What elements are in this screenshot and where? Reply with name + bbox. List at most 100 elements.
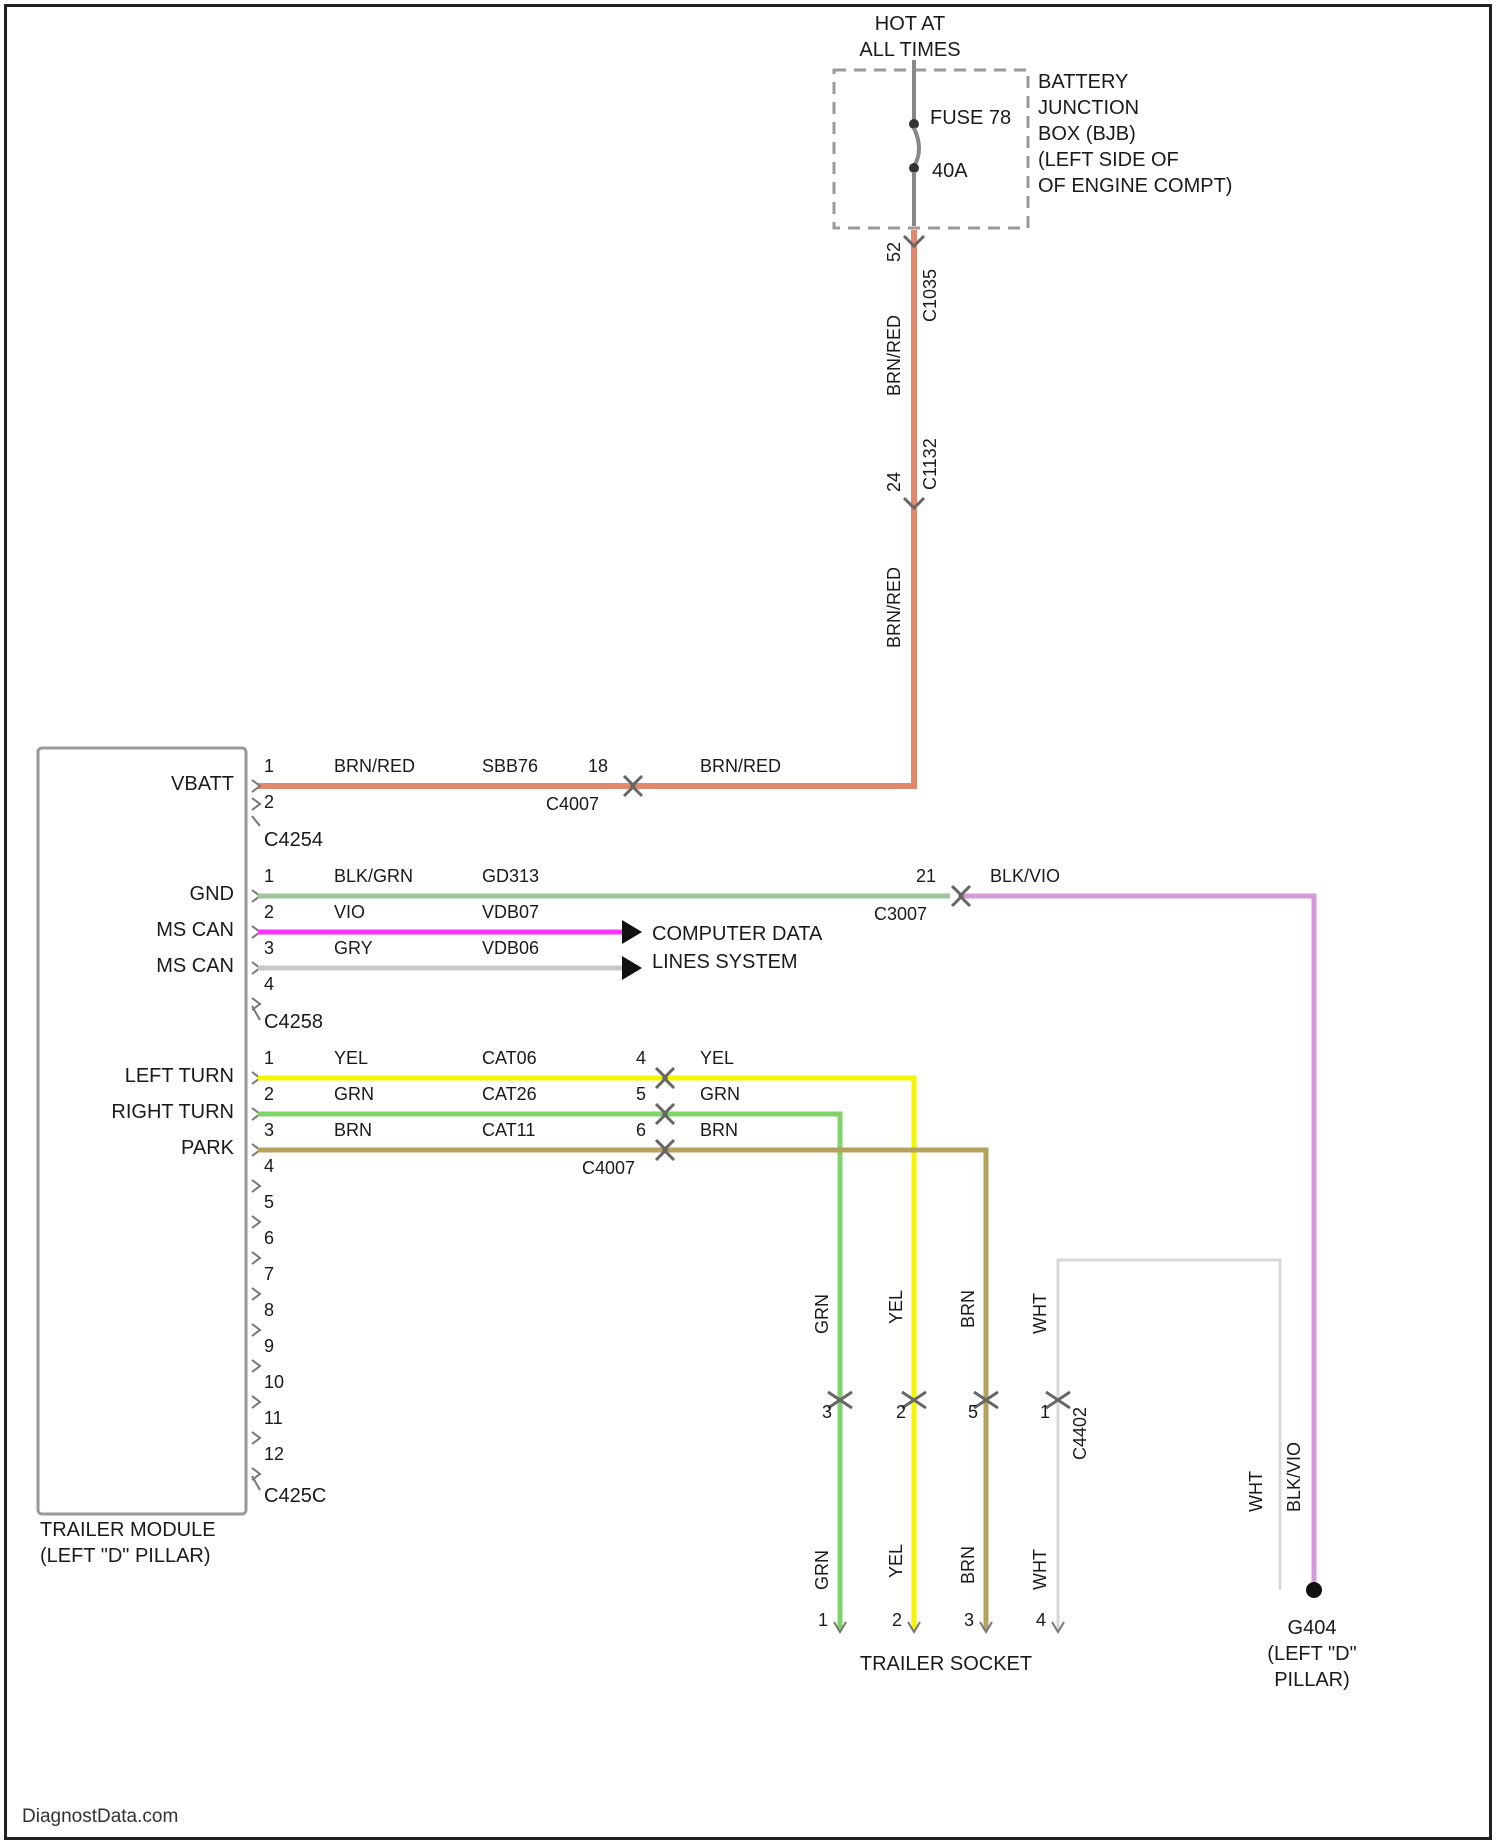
park-color-2: BRN [700, 1120, 738, 1140]
ground-loc-1: (LEFT "D" [1267, 1643, 1356, 1665]
hot-label-1: HOT AT [875, 13, 945, 35]
socket-upper-yel: YEL [886, 1290, 906, 1324]
socket-conn-label: C4402 [1070, 1407, 1090, 1460]
socket-pin-top-brn: 5 [968, 1402, 978, 1422]
socket-pin-bot-1: 1 [818, 1610, 828, 1630]
fuse-label: FUSE 78 [930, 107, 1011, 129]
bjb-label-4: (LEFT SIDE OF [1038, 149, 1179, 171]
extra-pin-4: 4 [264, 1156, 274, 1176]
mscan1-color: VIO [334, 902, 365, 922]
hot-label-2: ALL TIMES [859, 39, 960, 61]
vbatt-circuit: SBB76 [482, 756, 538, 776]
extra-pin-7: 7 [264, 1264, 274, 1284]
arrow-icon-vio [622, 920, 642, 944]
module-connector-ticks [252, 780, 260, 1490]
socket-pin-top-yel: 2 [896, 1402, 906, 1422]
arrow-icon-gry [622, 956, 642, 980]
gnd-circuit: GD313 [482, 866, 539, 886]
bjb-label-5: OF ENGINE COMPT) [1038, 175, 1232, 197]
lighting-conn-label: C4007 [582, 1158, 635, 1178]
module-name-1: TRAILER MODULE [40, 1519, 216, 1541]
conn-c4254-label: C4254 [264, 829, 323, 851]
right-pin: 2 [264, 1084, 274, 1104]
vbatt-wire-color-2: BRN/RED [700, 756, 781, 776]
pin-52-label: 52 [884, 242, 904, 262]
socket-c4402-connector-symbols [828, 1392, 1070, 1408]
fuse-amp-label: 40A [932, 160, 968, 182]
mscan1-pin: 2 [264, 902, 274, 922]
right-color: GRN [334, 1084, 374, 1104]
conn-c4258-label: C4258 [264, 1011, 323, 1033]
park-cpin: 6 [636, 1120, 646, 1140]
ground-icon [1306, 1582, 1322, 1598]
socket-upper-grn: GRN [812, 1294, 832, 1334]
trailer-socket: GRN YEL BRN WHT 3 2 5 1 C4402 GRN YEL BR… [812, 1290, 1090, 1675]
power-wire: 52 C1035 BRN/RED 24 C1132 BRN/RED [258, 230, 940, 796]
socket-pin-top-wht: 1 [1040, 1402, 1050, 1422]
vbatt-cpin: 18 [588, 756, 608, 776]
pin-mscan-2-label: MS CAN [156, 955, 234, 977]
mscan2-circuit: VDB06 [482, 938, 539, 958]
conn-c1132-label: C1132 [920, 438, 940, 490]
vbatt-conn-label: C4007 [546, 794, 599, 814]
extra-pin-12: 12 [264, 1444, 284, 1464]
fuse-terminal-bottom [909, 163, 919, 173]
left-pin: 1 [264, 1048, 274, 1068]
vbatt-wire-color: BRN/RED [334, 756, 415, 776]
left-color-2: YEL [700, 1048, 734, 1068]
gnd-cpin: 21 [916, 866, 936, 886]
bjb-label-2: JUNCTION [1038, 97, 1139, 119]
pin-4b-label: 4 [264, 974, 274, 994]
module-name-2: (LEFT "D" PILLAR) [40, 1545, 211, 1567]
park-circuit: CAT11 [482, 1120, 535, 1140]
bjb-label-1: BATTERY [1038, 71, 1128, 93]
mscan2-pin: 3 [264, 938, 274, 958]
brn-wire [258, 1150, 986, 1630]
mscan1-circuit: VDB07 [482, 902, 539, 922]
extra-pin-8: 8 [264, 1300, 274, 1320]
gnd-pin: 1 [264, 866, 274, 886]
pin-vbatt-label: VBATT [171, 773, 234, 795]
fuse-icon [914, 128, 919, 166]
pin-left-turn-label: LEFT TURN [125, 1065, 234, 1087]
socket-lower-grn: GRN [812, 1550, 832, 1590]
mscan2-color: GRY [334, 938, 373, 958]
right-cpin: 5 [636, 1084, 646, 1104]
gnd-wire-color-2: BLK/VIO [990, 866, 1060, 886]
gnd-wire-color: BLK/GRN [334, 866, 413, 886]
conn-c425c-label: C425C [264, 1485, 326, 1507]
ground-g404: WHT BLK/VIO G404 (LEFT "D" PILLAR) [1246, 1442, 1357, 1691]
right-color-2: GRN [700, 1084, 740, 1104]
ground-id: G404 [1288, 1617, 1337, 1639]
pin-park-label: PARK [181, 1137, 235, 1159]
cds-label-1: COMPUTER DATA [652, 923, 823, 945]
park-color: BRN [334, 1120, 372, 1140]
pin-2a-label: 2 [264, 792, 274, 812]
pin-right-turn-label: RIGHT TURN [111, 1101, 234, 1123]
socket-pin-ticks [834, 1622, 1064, 1632]
fuse-terminal-top [909, 119, 919, 129]
grn-wire [258, 1114, 840, 1630]
extra-pin-5: 5 [264, 1192, 274, 1212]
socket-pin-bot-2: 2 [892, 1610, 902, 1630]
ground-loc-2: PILLAR) [1274, 1669, 1350, 1691]
battery-junction-box: HOT AT ALL TIMES FUSE 78 40A BATTERY JUN… [834, 13, 1232, 228]
conn-c1035-label: C1035 [920, 269, 940, 322]
extra-pin-6: 6 [264, 1228, 274, 1248]
left-circuit: CAT06 [482, 1048, 537, 1068]
socket-name: TRAILER SOCKET [860, 1653, 1032, 1675]
extra-pin-10: 10 [264, 1372, 284, 1392]
socket-pin-bot-3: 3 [964, 1610, 974, 1630]
mscan-wires: 2 VIO VDB07 3 GRY VDB06 4 COMPUTER DATA … [258, 902, 823, 994]
brn-red-wire [258, 230, 914, 786]
extra-pin-11: 11 [264, 1408, 283, 1428]
wire-upper-label: BRN/RED [884, 315, 904, 396]
wht-wire [1058, 1260, 1280, 1630]
pin-24-label: 24 [884, 472, 904, 492]
socket-lower-wht: WHT [1030, 1549, 1050, 1590]
right-circuit: CAT26 [482, 1084, 537, 1104]
ground-wire-a: WHT [1246, 1471, 1266, 1512]
ground-wire-b: BLK/VIO [1284, 1442, 1304, 1512]
gnd-conn-label: C3007 [874, 904, 927, 924]
pin-gnd-label: GND [190, 883, 234, 905]
